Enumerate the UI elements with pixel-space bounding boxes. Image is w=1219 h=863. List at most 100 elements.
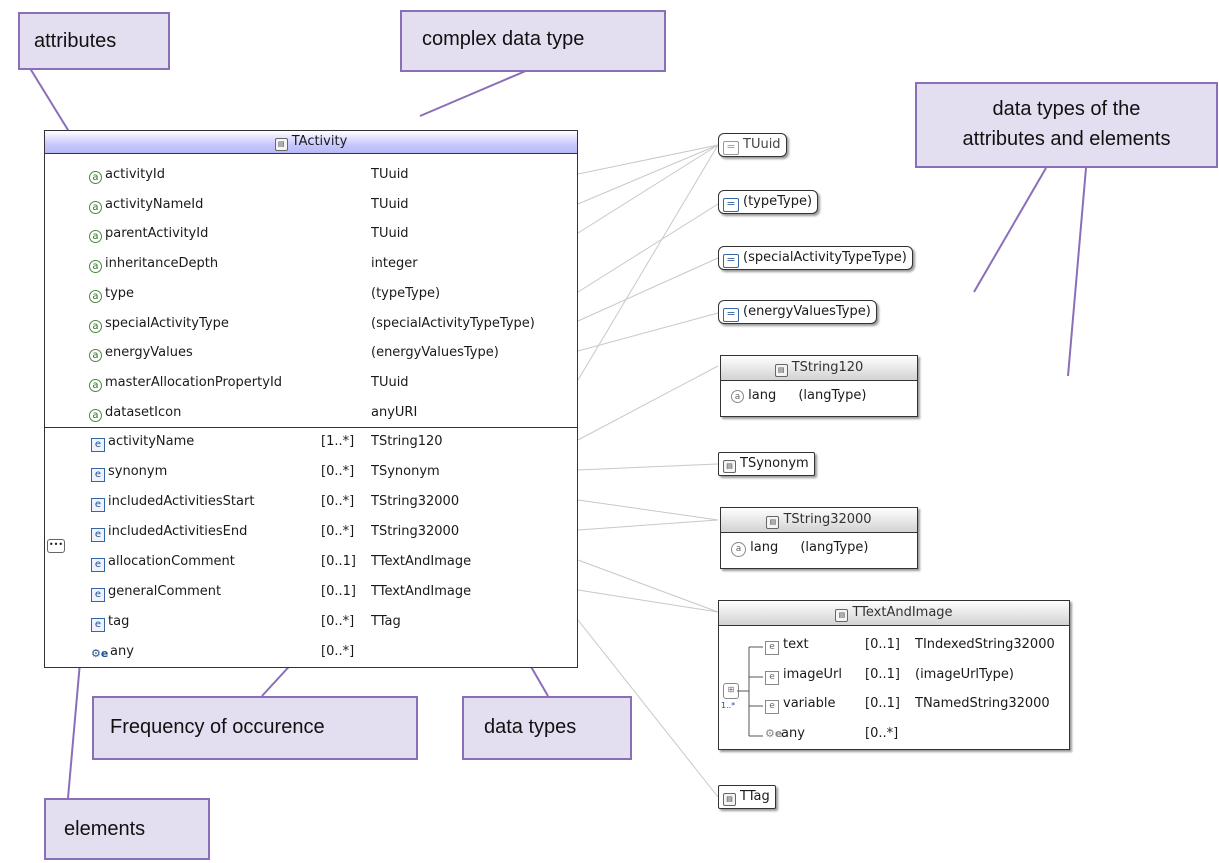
attribute-name: parentActivityId <box>105 226 209 242</box>
tstring120-header: ▤TString120 <box>721 356 917 381</box>
ttag-label: TTag <box>740 789 770 804</box>
lang-attr-name: lang <box>750 540 779 555</box>
attribute-icon: a <box>89 378 102 392</box>
element-icon: e <box>91 438 105 452</box>
lang-attr-type: (langType) <box>798 388 867 403</box>
callout-complex-data-type: complex data type <box>400 10 666 72</box>
callout-complex-data-type-text: complex data type <box>422 28 585 50</box>
tactivity-header: ▤TActivity <box>45 131 577 154</box>
element-icon: e <box>91 588 105 602</box>
attribute-name: activityNameId <box>105 196 204 212</box>
callout-data-types: data types <box>462 696 632 760</box>
element-type: TString120 <box>371 434 443 449</box>
element-name: generalComment <box>108 584 222 599</box>
element-name: activityName <box>108 434 195 449</box>
complex-type-icon: ▤ <box>723 460 736 473</box>
attribute-icon: a <box>89 171 102 184</box>
tstring32000-title: TString32000 <box>783 512 872 527</box>
attribute-name: datasetIcon <box>105 404 182 420</box>
element-frequency: [0..1] <box>865 666 900 682</box>
attribute-type: TUuid <box>371 196 409 212</box>
callout-frequency: Frequency of occurence <box>92 696 418 760</box>
element-name: any <box>110 644 134 659</box>
attribute-type: anyURI <box>371 404 418 420</box>
element-frequency: [0..*] <box>321 464 355 479</box>
element-frequency: [0..*] <box>865 725 899 741</box>
element-frequency: [0..*] <box>321 614 355 629</box>
any-element-icon: ⚙e <box>765 726 783 740</box>
attribute-name: type <box>105 285 135 301</box>
ttextandimage-tree-lines <box>737 646 763 737</box>
typetype-type[interactable]: =(typeType) <box>718 190 819 214</box>
element-frequency: [0..1] <box>321 584 356 599</box>
element-type: TTextAndImage <box>371 584 472 599</box>
callout-data-types-text: data types <box>484 716 577 738</box>
attribute-icon: a <box>89 230 102 244</box>
choice-multiplicity: 1..* <box>721 701 736 710</box>
element-frequency: [1..*] <box>321 434 355 449</box>
element-icon: e <box>765 700 779 714</box>
element-type: (imageUrlType) <box>915 666 1014 682</box>
tuuid-type[interactable]: =TUuid <box>718 133 787 157</box>
tstring120-box[interactable]: ▤TString120 a lang (langType) <box>720 355 918 417</box>
ttextandimage-header: ▤TTextAndImage <box>719 601 1069 626</box>
ttag-type[interactable]: ▤TTag <box>718 785 776 809</box>
element-type: TSynonym <box>371 464 440 479</box>
attribute-name: energyValues <box>105 345 193 361</box>
element-frequency: [0..1] <box>865 696 900 711</box>
tsynonym-label: TSynonym <box>740 456 809 471</box>
element-icon: e <box>91 468 105 482</box>
ttextandimage-row[interactable]: ⚙eany[0..*] <box>765 726 1065 741</box>
tstring32000-lang-row: a lang (langType) <box>731 540 868 557</box>
element-name: synonym <box>108 464 168 479</box>
element-name: variable <box>783 696 836 711</box>
attribute-name: inheritanceDepth <box>105 256 219 272</box>
special-activity-type-type[interactable]: =(specialActivityTypeType) <box>718 246 913 270</box>
any-element-icon: ⚙e <box>91 647 109 660</box>
attribute-type: TUuid <box>371 167 409 182</box>
attribute-icon: a <box>89 260 102 274</box>
element-frequency: [0..*] <box>321 644 355 659</box>
callout-line-1: data types of the <box>992 98 1141 120</box>
attribute-icon: a <box>89 200 102 214</box>
attribute-icon: a <box>89 289 102 303</box>
tstring120-lang-row: a lang (langType) <box>731 388 866 403</box>
callout-line-2: attributes and elements <box>962 128 1171 150</box>
tsynonym-type[interactable]: ▤ TSynonym <box>718 452 815 476</box>
energy-values-type[interactable]: =(energyValuesType) <box>718 300 877 324</box>
attribute-type: (typeType) <box>371 285 441 301</box>
attribute-icon: a <box>89 319 102 333</box>
callout-data-types-of-attributes: data types of the attributes and element… <box>915 82 1218 168</box>
tstring32000-box[interactable]: ▤TString32000 a lang (langType) <box>720 507 918 569</box>
element-frequency: [0..*] <box>321 524 355 539</box>
attribute-type: TUuid <box>371 374 409 390</box>
attribute-icon: a <box>89 408 102 422</box>
callout-attributes-text: attributes <box>34 30 117 52</box>
simple-type-icon: = <box>723 254 739 268</box>
attribute-name: specialActivityType <box>105 315 229 331</box>
callout-elements: elements <box>44 798 210 860</box>
callout-frequency-text: Frequency of occurence <box>110 716 325 738</box>
